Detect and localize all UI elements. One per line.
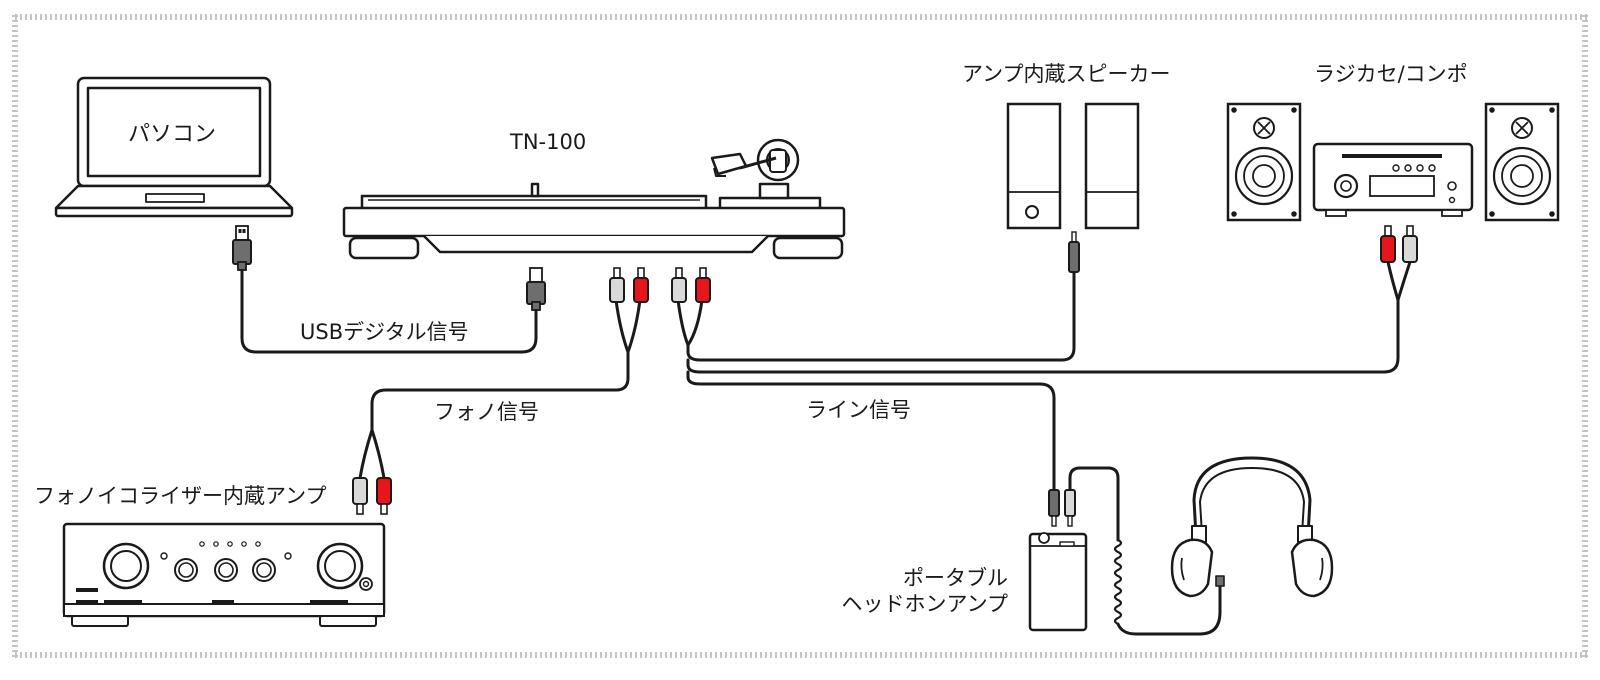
phono-cable <box>370 350 630 432</box>
combo-split-r <box>1396 260 1412 302</box>
combo-split-l <box>1386 260 1400 302</box>
usb-cable <box>240 266 538 354</box>
headphone-cable-end <box>1116 580 1222 636</box>
label-phono-signal: フォノ信号 <box>434 400 539 424</box>
headphones-icon <box>1170 456 1334 598</box>
label-line-signal: ライン信号 <box>806 398 911 422</box>
label-powered-speaker: アンプ内蔵スピーカー <box>962 62 1171 86</box>
rca-plugs-combo <box>1380 225 1418 263</box>
turntable-icon <box>342 138 846 260</box>
phono-cable-left <box>614 298 630 354</box>
mini-jack-plug-icon <box>1064 489 1076 527</box>
phono-amp-icon <box>62 522 386 627</box>
headphone-cable-coil <box>1113 538 1123 626</box>
powered-speaker-icon <box>1006 102 1140 230</box>
radio-combo-icon <box>1226 102 1560 222</box>
cables <box>240 260 1412 636</box>
line-cable-speaker <box>686 270 1076 362</box>
line-cable-split-r <box>686 298 704 347</box>
rca-white-plug-icon <box>352 477 368 515</box>
phono-cable-split-r <box>370 428 386 480</box>
phono-cable-right <box>626 298 642 354</box>
rca-red-plug-icon <box>633 267 649 303</box>
label-pc: パソコン <box>128 122 217 147</box>
laptop-icon <box>54 76 294 218</box>
label-radio-combo: ラジカセ/コンポ <box>1314 62 1468 86</box>
label-turntable: TN-100 <box>510 130 587 154</box>
rca-white-plug-icon <box>671 267 687 303</box>
usb-b-plug-icon <box>526 267 546 311</box>
mini-jack-plug-icon <box>1048 489 1060 527</box>
label-portable-amp-line1: ポータブル <box>903 566 1008 590</box>
headphone-cable <box>1068 466 1120 542</box>
frame-border <box>12 14 1588 658</box>
rca-red-plug-icon <box>695 267 711 303</box>
label-usb-signal: USBデジタル信号 <box>300 320 469 344</box>
rca-red-plug-icon <box>376 477 392 515</box>
label-phono-amp: フォノイコライザー内蔵アンプ <box>34 484 327 508</box>
phono-cable-split-l <box>358 428 374 480</box>
portable-amp-icon <box>1028 532 1088 632</box>
rca-plugs-amp <box>352 477 392 515</box>
rca-red-plug-icon <box>1380 225 1396 263</box>
line-cable-combo <box>686 298 1400 374</box>
rca-white-plug-icon <box>1402 225 1418 263</box>
rca-plugs-phono <box>609 267 649 303</box>
line-cable-portable <box>686 370 1056 492</box>
rca-plugs-line <box>671 267 711 303</box>
label-portable-amp-line2: ヘッドホンアンプ <box>841 592 1008 616</box>
line-cable-split-l <box>676 298 690 347</box>
rca-white-plug-icon <box>609 267 625 303</box>
usb-plug-icon <box>232 225 252 271</box>
portable-jack-plugs <box>1048 489 1076 527</box>
mini-jack-plug-icon <box>1068 231 1080 273</box>
